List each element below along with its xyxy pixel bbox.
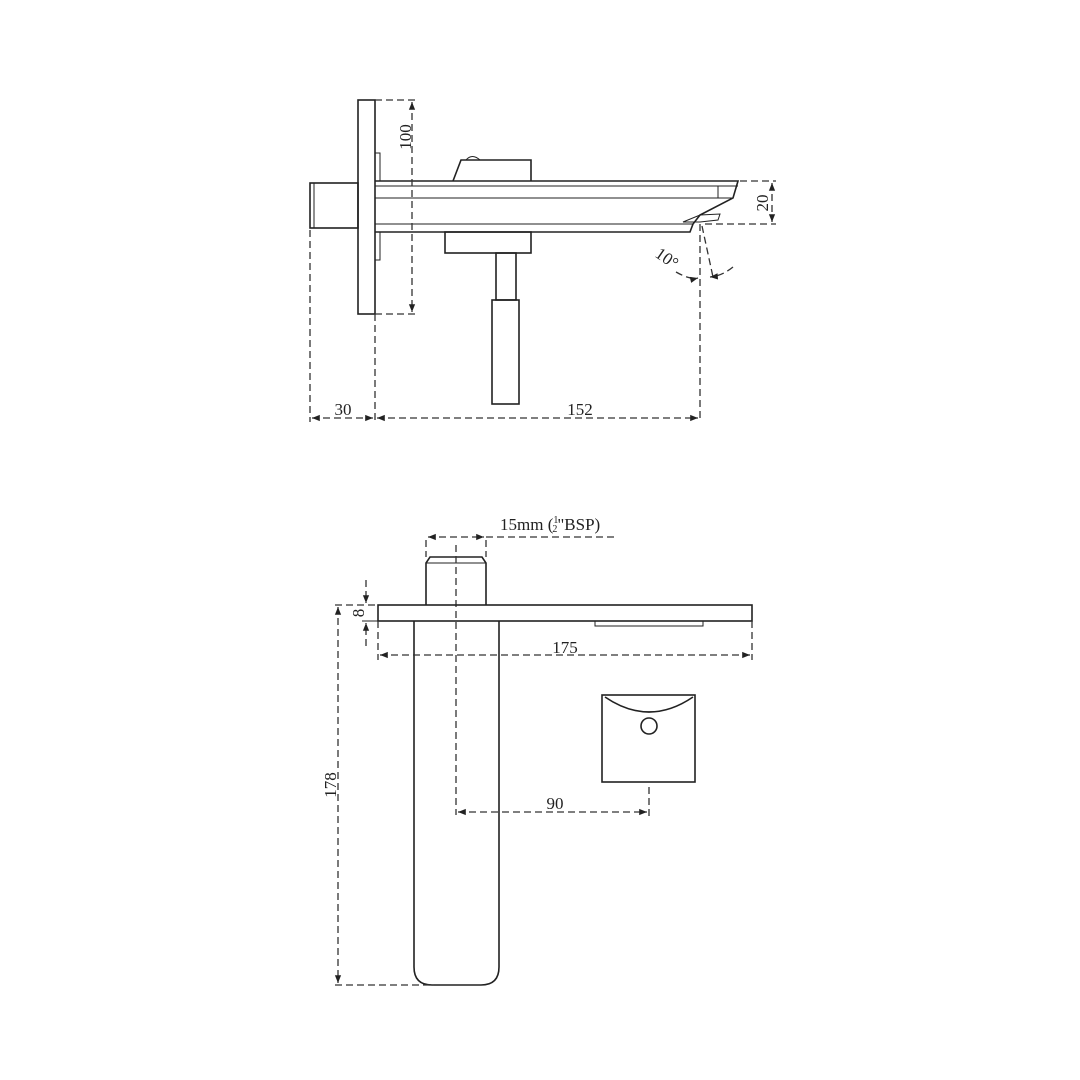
dim-spout-length: 175 bbox=[552, 638, 578, 657]
spout-plate bbox=[377, 604, 753, 622]
dim-overall-height: 178 bbox=[321, 772, 340, 798]
indicator-bump bbox=[465, 156, 481, 161]
handle-stem bbox=[495, 252, 517, 301]
lever-handle bbox=[491, 299, 520, 405]
dim-plate-thickness: 8 bbox=[349, 609, 368, 618]
dim-inlet-depth: 30 bbox=[335, 400, 352, 419]
dim-handle-offset: 90 bbox=[547, 794, 564, 813]
spout-body bbox=[375, 180, 740, 233]
top-cartridge-housing bbox=[452, 159, 532, 182]
handle-pin-icon bbox=[640, 717, 658, 735]
wall-plate bbox=[357, 99, 376, 315]
dim-projection: 152 bbox=[567, 400, 593, 419]
lower-housing bbox=[444, 231, 532, 254]
inlet-cylinder bbox=[309, 182, 359, 229]
back-plate bbox=[413, 621, 500, 986]
dim-spout-height: 20 bbox=[753, 195, 772, 212]
dim-outlet-angle: 10° bbox=[652, 244, 682, 273]
side-view: 100 20 10° 30 152 bbox=[309, 99, 776, 422]
outlet-slot bbox=[594, 620, 704, 627]
handle-front bbox=[601, 694, 696, 783]
dim-plate-height: 100 bbox=[396, 124, 415, 150]
